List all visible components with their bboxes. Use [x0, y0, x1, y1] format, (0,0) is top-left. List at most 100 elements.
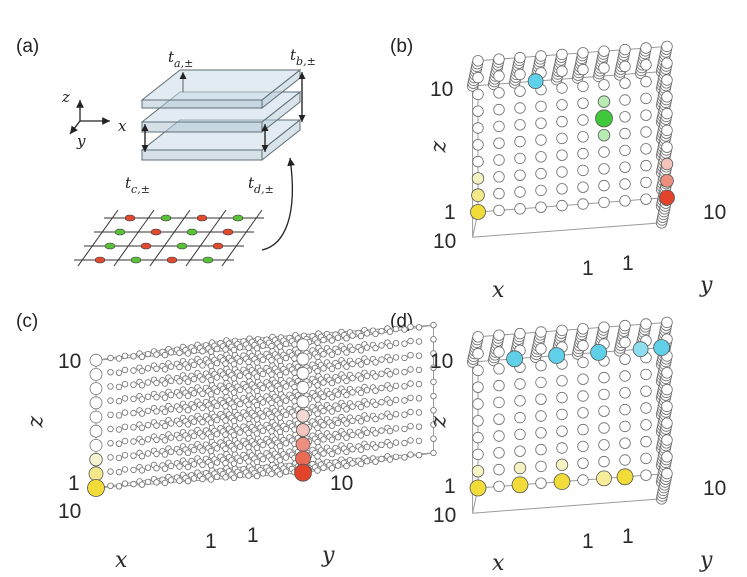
- lattice-site: [378, 441, 385, 448]
- lattice-site: [212, 242, 224, 250]
- lattice-site: [577, 97, 589, 109]
- lattice-site: [176, 477, 183, 484]
- lattice-site: [577, 47, 589, 59]
- localized-site: [548, 347, 565, 365]
- lattice-site: [222, 403, 229, 410]
- lattice-site: [222, 417, 229, 424]
- lattice-site: [130, 381, 137, 388]
- lattice-site: [661, 467, 673, 480]
- lattice-site: [619, 77, 631, 89]
- axis-x-label: x: [118, 117, 127, 135]
- lattice-site: [535, 427, 547, 439]
- lattice-site: [357, 389, 365, 397]
- lattice-site: [430, 435, 437, 442]
- lattice-site: [661, 383, 673, 396]
- d-z-tick-10: 10: [430, 350, 453, 373]
- lattice-site: [535, 100, 547, 113]
- lattice-site: [514, 203, 526, 215]
- lattice-site: [115, 397, 123, 405]
- localized-site: [653, 339, 670, 357]
- lattice-site: [357, 418, 365, 425]
- lattice-site: [282, 383, 290, 390]
- lattice-site: [401, 397, 408, 404]
- lattice-site: [320, 464, 327, 471]
- lattice-site: [357, 361, 365, 368]
- lattice-site: [640, 435, 652, 448]
- lattice-site: [407, 451, 414, 458]
- lattice-site: [115, 369, 123, 376]
- lattice-site: [222, 360, 229, 367]
- lattice-site: [472, 398, 484, 410]
- lattice-site: [661, 91, 673, 103]
- lattice-site: [598, 45, 610, 57]
- b-x-title: x: [492, 278, 505, 303]
- lattice-site: [190, 432, 198, 440]
- lattice-site: [430, 392, 437, 400]
- lattice-site: [334, 334, 342, 341]
- lattice-site: [577, 198, 589, 210]
- localized-site: [597, 128, 611, 142]
- lattice-site: [282, 425, 290, 433]
- lattice-site: [556, 132, 568, 145]
- lattice-site: [640, 368, 652, 381]
- lattice-site: [144, 393, 152, 400]
- lattice-site: [213, 388, 221, 395]
- lattice-site: [349, 360, 356, 368]
- lattice-site: [144, 450, 152, 457]
- lattice-site: [314, 410, 321, 417]
- lattice-site: [363, 372, 371, 380]
- lattice-site: [619, 144, 631, 157]
- lattice-site: [392, 325, 400, 333]
- lattice-site: [230, 403, 238, 410]
- lattice-site: [167, 477, 175, 484]
- lattice-site: [514, 169, 526, 181]
- lattice-site: [556, 149, 568, 161]
- lattice-site: [89, 396, 103, 410]
- lattice-site: [259, 456, 267, 463]
- lattice-site: [115, 355, 123, 362]
- lattice-site: [372, 387, 379, 394]
- localized-site: [597, 95, 611, 108]
- lattice-site: [314, 353, 321, 361]
- lattice-site: [222, 388, 229, 396]
- lattice-site: [661, 141, 673, 153]
- lattice-site: [556, 391, 568, 404]
- lattice-site: [493, 329, 505, 341]
- lattice-site: [640, 469, 652, 481]
- lattice-site: [184, 378, 192, 385]
- lattice-site: [190, 446, 198, 454]
- lattice-site: [213, 431, 221, 438]
- lattice-site: [514, 378, 526, 390]
- c-z-tick-1: 1: [68, 472, 80, 495]
- lattice-site: [343, 406, 350, 413]
- lattice-site: [661, 367, 673, 379]
- lattice-site: [89, 367, 103, 381]
- lattice-site: [176, 392, 183, 399]
- lattice-site: [472, 331, 484, 343]
- lattice-site: [259, 356, 267, 363]
- lattice-site: [121, 381, 129, 388]
- lattice-site: [343, 335, 350, 342]
- lattice-site: [296, 366, 310, 380]
- lattice-site: [144, 407, 152, 415]
- lattice-site: [472, 122, 484, 134]
- lattice-site: [343, 349, 350, 356]
- lattice-site: [253, 444, 261, 451]
- lattice-site: [577, 457, 589, 469]
- lattice-site: [253, 401, 261, 409]
- lattice-site: [328, 337, 336, 344]
- lattice-site: [184, 435, 192, 442]
- lattice-site: [121, 423, 129, 430]
- lattice-site: [378, 413, 385, 420]
- lattice-site: [472, 71, 484, 84]
- lattice-site: [138, 396, 146, 403]
- lattice-site: [577, 63, 589, 76]
- lattice-site: [598, 179, 610, 192]
- hopping-arrows: [141, 72, 306, 152]
- lattice-site: [577, 423, 589, 436]
- lattice-site: [213, 360, 221, 367]
- lattice-site: [363, 401, 371, 408]
- lattice-site: [253, 458, 261, 466]
- lattice-site: [407, 337, 414, 345]
- lattice-site: [386, 371, 394, 378]
